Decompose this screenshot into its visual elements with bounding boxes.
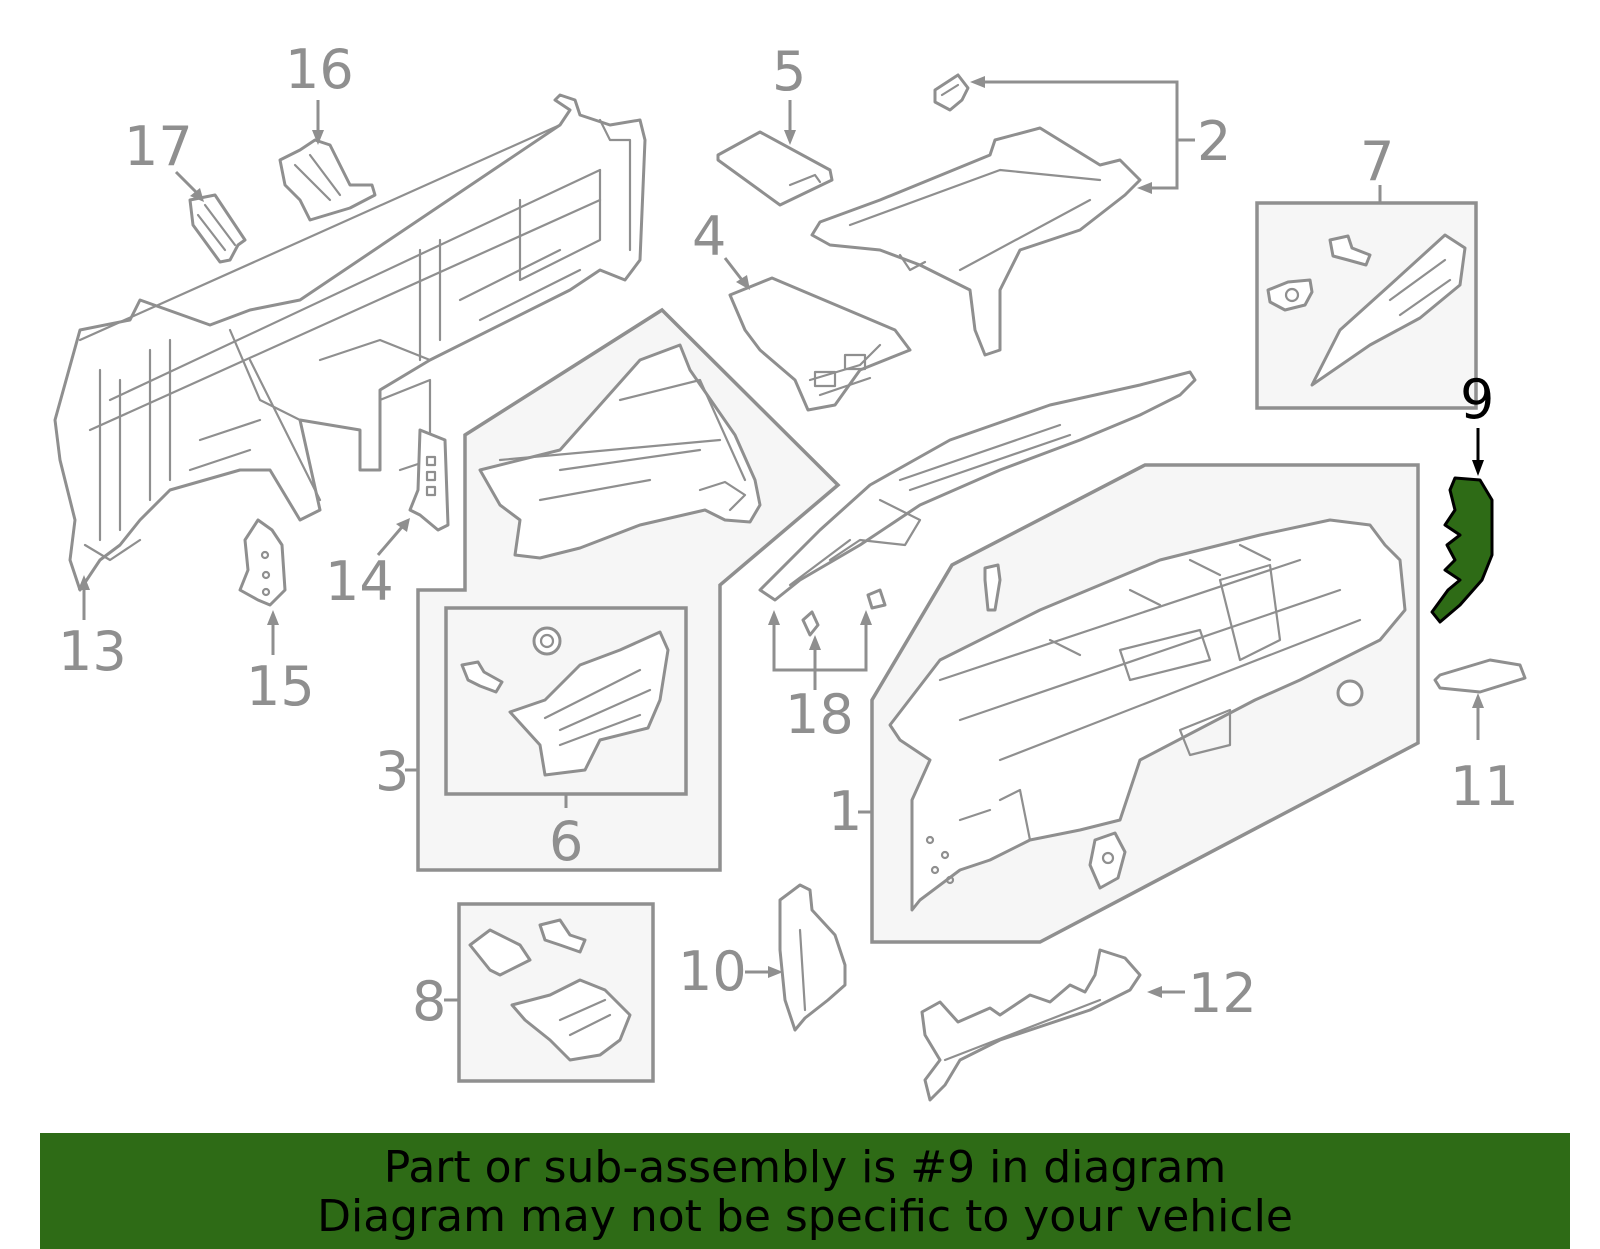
box-7-assembly[interactable] (1255, 201, 1478, 410)
part-9-highlighted[interactable] (1430, 476, 1494, 624)
part-14-bracket[interactable] (408, 428, 450, 532)
part-15-bracket[interactable] (238, 518, 287, 607)
callout-8: 8 (412, 970, 446, 1033)
callout-14: 14 (325, 550, 394, 613)
part-11-cover[interactable] (1433, 658, 1527, 694)
callout-labels: 1 2 3 4 5 6 7 8 9 10 11 12 13 14 15 16 1… (58, 38, 1519, 1033)
part-2-panel[interactable] (810, 73, 1142, 357)
info-banner: Part or sub-assembly is #9 in diagram Di… (40, 1133, 1570, 1249)
callout-13: 13 (58, 620, 127, 683)
part-18-defroster[interactable] (758, 370, 1197, 637)
callout-12: 12 (1188, 962, 1257, 1025)
part-5-cover[interactable] (716, 130, 834, 207)
part-4-duct[interactable] (728, 276, 912, 412)
callout-2: 2 (1197, 110, 1231, 173)
callout-4: 4 (692, 205, 726, 268)
box-1-instrument-panel[interactable] (870, 463, 1420, 944)
banner-line-1: Part or sub-assembly is #9 in diagram (383, 1142, 1227, 1193)
box-6-inset[interactable] (444, 606, 688, 796)
callout-15: 15 (246, 655, 315, 718)
box-8-assembly[interactable] (457, 902, 655, 1083)
part-10-panel[interactable] (778, 883, 847, 1032)
callout-3: 3 (375, 740, 409, 803)
callout-10: 10 (678, 940, 747, 1003)
part-12-trim[interactable] (920, 948, 1142, 1102)
part-17-bracket[interactable] (188, 193, 247, 264)
callout-16: 16 (285, 38, 354, 101)
callout-5: 5 (772, 40, 806, 103)
callout-9: 9 (1460, 368, 1494, 431)
part-16-bracket[interactable] (278, 138, 377, 222)
banner-line-2: Diagram may not be specific to your vehi… (317, 1191, 1293, 1242)
part-13-crosscar-beam[interactable] (53, 93, 647, 592)
callout-6: 6 (549, 810, 583, 873)
callout-11: 11 (1450, 755, 1519, 818)
callout-1: 1 (828, 780, 862, 843)
callout-17: 17 (124, 115, 193, 178)
callout-7: 7 (1360, 130, 1394, 193)
leaders (78, 76, 1484, 1002)
callout-18: 18 (785, 683, 854, 746)
